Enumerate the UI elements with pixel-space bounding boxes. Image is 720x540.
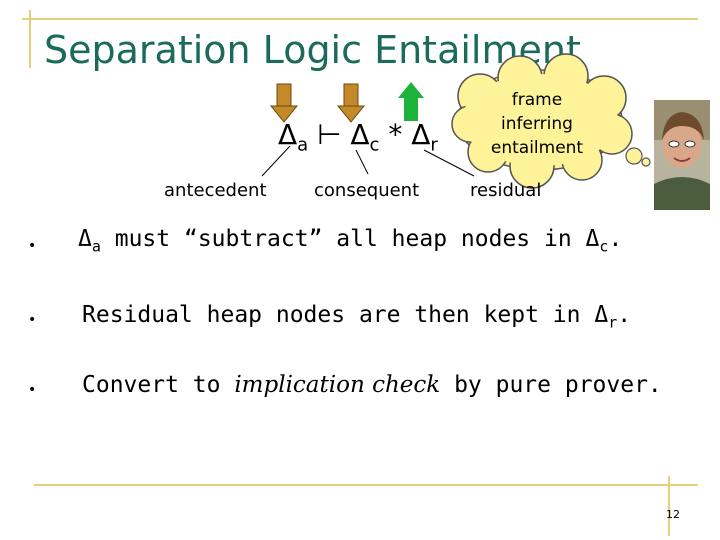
pointer-line-residual: [423, 149, 475, 177]
label-consequent: consequent: [314, 180, 420, 201]
page-number: 12: [666, 508, 680, 521]
pointer-line-antecedent: [261, 145, 291, 177]
b3-post: by pure prover.: [440, 372, 662, 398]
b3-pre: Convert to: [82, 372, 235, 398]
b1-delta-c: Δ: [585, 226, 600, 252]
b1-delta-a-sub: a: [91, 237, 101, 256]
bullet-marker-2: •: [28, 312, 37, 328]
cloud-line-3: entailment: [490, 138, 584, 158]
b1-delta-a: Δ: [78, 226, 92, 252]
delta-c: Δ: [350, 118, 370, 151]
b1-delta-c-sub: c: [599, 237, 609, 256]
bullet-text-3: Convert to implication check by pure pro…: [82, 372, 662, 398]
delta-a-sub: a: [297, 134, 309, 156]
decor-rule-horizontal-bottom: [34, 484, 698, 486]
down-arrow-icon-consequent: [336, 83, 366, 123]
bullet-text-1: Δa must “subtract” all heap nodes in Δc.: [78, 226, 622, 256]
decor-rule-vertical-bottom: [668, 476, 670, 536]
b3-emphasis: implication check: [234, 372, 441, 398]
bullet-marker-1: •: [28, 238, 37, 254]
b2-delta-r: Δ: [594, 302, 609, 328]
cloud-line-2: inferring: [501, 114, 573, 134]
b2-pre: Residual heap nodes are then kept in: [82, 302, 595, 328]
presenter-photo: [654, 100, 710, 210]
label-antecedent: antecedent: [164, 180, 267, 201]
b1-mid: must “subtract” all heap nodes in: [100, 226, 586, 252]
slide-title: Separation Logic Entailment: [44, 28, 581, 72]
delta-a: Δ: [278, 118, 298, 151]
thought-bubble-small-2: [641, 157, 651, 167]
bullet-text-2: Residual heap nodes are then kept in Δr.: [82, 302, 631, 332]
b2-delta-r-sub: r: [608, 313, 618, 332]
delta-c-sub: c: [369, 134, 380, 156]
thought-bubble-small-1: [625, 147, 643, 165]
decor-rule-vertical-top: [29, 10, 31, 68]
b1-end: .: [608, 226, 623, 252]
decor-rule-horizontal-top: [22, 18, 698, 20]
delta-r: Δ: [411, 118, 431, 151]
entailment-formula: Δa ⊢ Δc * Δr: [278, 118, 438, 156]
label-residual: residual: [470, 180, 542, 201]
pointer-line-consequent: [355, 149, 369, 175]
star-operator: *: [379, 118, 412, 151]
cloud-caption: frame inferring entailment: [472, 88, 602, 160]
turnstile: ⊢: [308, 118, 351, 151]
delta-r-sub: r: [430, 134, 438, 156]
up-arrow-icon-residual: [398, 82, 424, 121]
cloud-line-1: frame: [511, 90, 563, 110]
b2-end: .: [617, 302, 632, 328]
down-arrow-icon-antecedent: [269, 83, 299, 123]
bullet-marker-3: •: [28, 382, 37, 398]
